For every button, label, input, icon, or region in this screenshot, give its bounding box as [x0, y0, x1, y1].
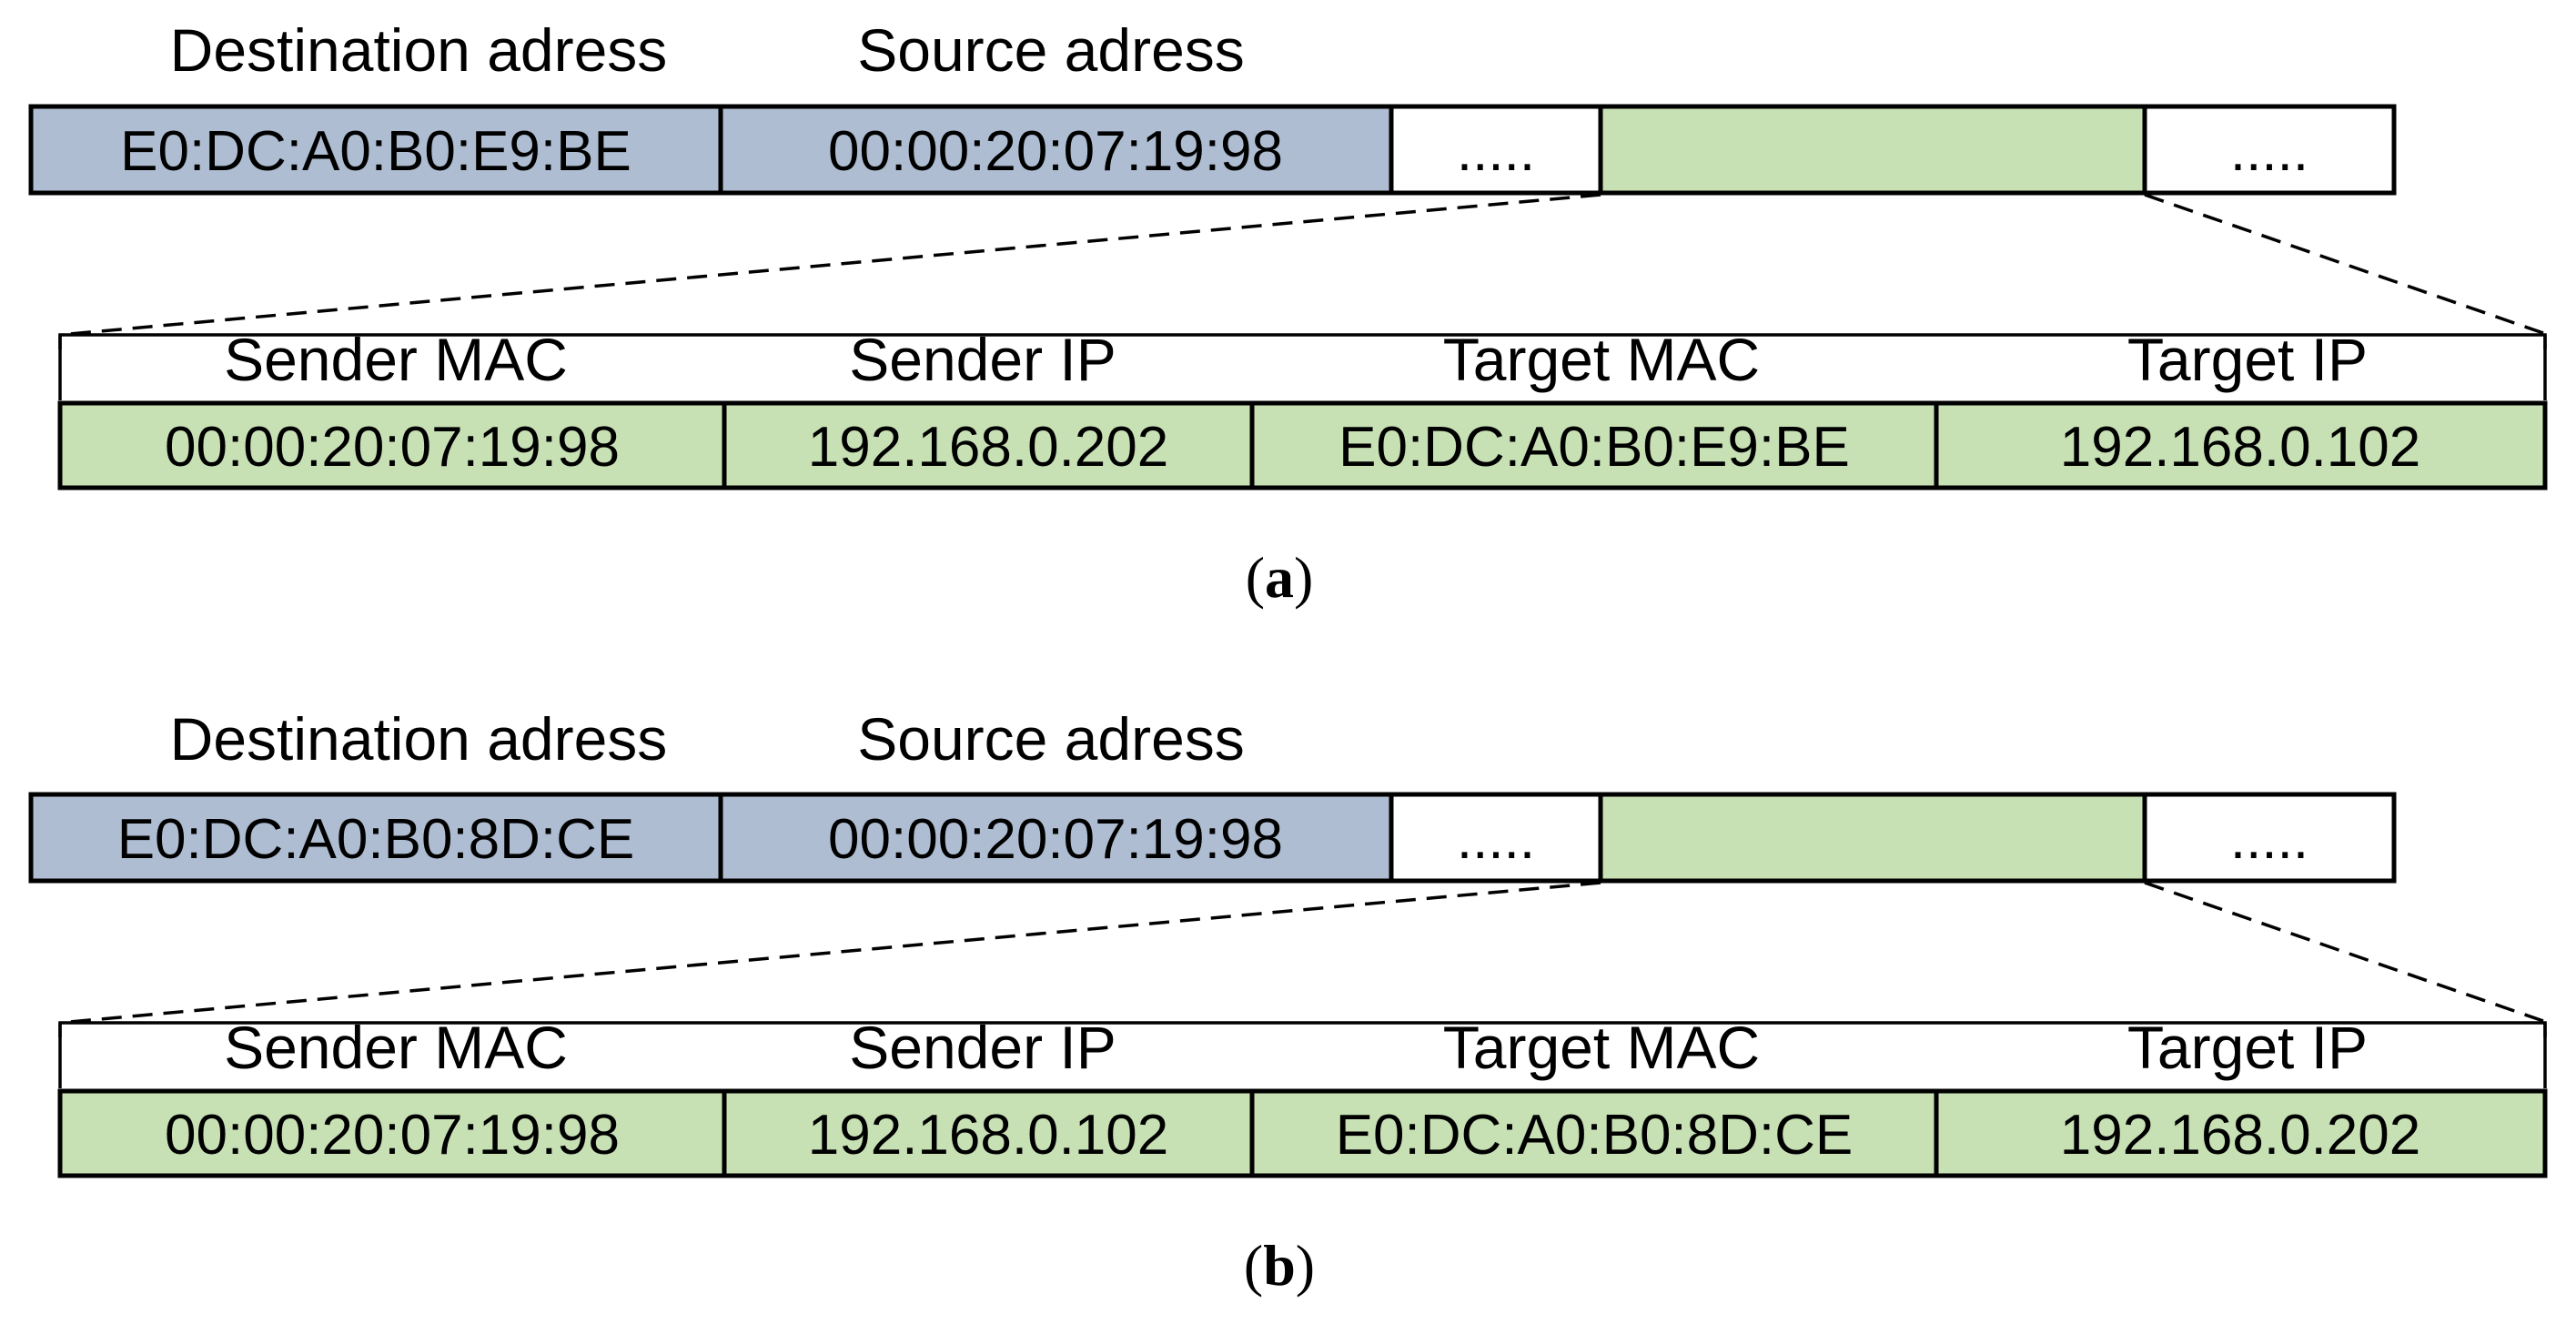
sender-mac-cell	[57, 400, 727, 490]
target-mac-header: Target MAC	[1443, 326, 1760, 393]
target-mac-header: Target MAC	[1443, 1014, 1760, 1081]
caption-a: (a)	[1246, 545, 1314, 610]
frame-ellipsis-cell	[1389, 104, 1603, 196]
sender-mac-header: Sender MAC	[224, 326, 568, 393]
source-address-label: Source adress	[857, 16, 1245, 84]
destination-address-label: Destination adress	[170, 16, 668, 84]
sender-ip-value: 192.168.0.202	[808, 416, 1169, 479]
frame-trailing-ellipsis-cell	[2142, 104, 2397, 196]
caption-a-letter: a	[1265, 545, 1294, 610]
panel-b: Destination adress Source adress E0:DC:A…	[28, 705, 2548, 1298]
zoom-line-left	[59, 881, 1601, 1025]
source-address-cell	[718, 792, 1394, 884]
source-address-label: Source adress	[857, 705, 1245, 773]
sender-ip-header: Sender IP	[849, 1014, 1116, 1081]
frame-trailing-ellipsis-text: .....	[2230, 120, 2308, 183]
target-mac-value: E0:DC:A0:B0:8D:CE	[1336, 1104, 1854, 1167]
sender-mac-value: 00:00:20:07:19:98	[165, 416, 620, 479]
arp-fields: 00:00:20:07:19:98 192.168.0.102 E0:DC:A0…	[57, 1088, 2548, 1178]
source-address-cell	[718, 104, 1394, 196]
target-ip-value: 192.168.0.202	[2060, 1104, 2421, 1167]
sender-ip-header: Sender IP	[849, 326, 1116, 393]
sender-mac-value: 00:00:20:07:19:98	[165, 1104, 620, 1167]
caption-b: (b)	[1244, 1233, 1315, 1298]
target-mac-value: E0:DC:A0:B0:E9:BE	[1339, 416, 1850, 479]
frame-ellipsis-text: .....	[1457, 120, 1535, 183]
frame-ellipsis-cell	[1389, 792, 1603, 884]
frame-trailing-ellipsis-text: .....	[2230, 808, 2308, 871]
source-address-value: 00:00:20:07:19:98	[828, 120, 1283, 183]
target-ip-cell	[1934, 400, 2548, 490]
destination-address-value: E0:DC:A0:B0:8D:CE	[117, 808, 635, 871]
destination-address-label: Destination adress	[170, 705, 668, 773]
arp-payload-cell	[1598, 792, 2147, 884]
sender-mac-cell	[57, 1088, 727, 1178]
zoom-line-right	[2144, 881, 2544, 1023]
frame-ellipsis-text: .....	[1457, 808, 1535, 871]
destination-address-cell	[28, 792, 723, 884]
zoom-line-left	[59, 193, 1601, 337]
destination-address-value: E0:DC:A0:B0:E9:BE	[120, 120, 631, 183]
sender-ip-value: 192.168.0.102	[808, 1104, 1169, 1167]
zoom-line-right	[2144, 193, 2544, 335]
sender-ip-cell	[722, 1088, 1255, 1178]
frame-trailing-ellipsis-cell	[2142, 792, 2397, 884]
ethernet-frame: E0:DC:A0:B0:8D:CE 00:00:20:07:19:98 ....…	[28, 792, 2397, 884]
arp-fields: 00:00:20:07:19:98 192.168.0.202 E0:DC:A0…	[57, 400, 2548, 490]
panel-a: Destination adress Source adress E0:DC:A…	[28, 16, 2548, 610]
source-address-value: 00:00:20:07:19:98	[828, 808, 1283, 871]
sender-mac-header: Sender MAC	[224, 1014, 568, 1081]
target-ip-header: Target IP	[2127, 1014, 2368, 1081]
target-ip-header: Target IP	[2127, 326, 2368, 393]
caption-b-letter: b	[1263, 1233, 1296, 1298]
destination-address-cell	[28, 104, 723, 196]
target-ip-value: 192.168.0.102	[2060, 416, 2421, 479]
ethernet-frame: E0:DC:A0:B0:E9:BE 00:00:20:07:19:98 ....…	[28, 104, 2397, 196]
target-ip-cell	[1934, 1088, 2548, 1178]
arp-payload-cell	[1598, 104, 2147, 196]
sender-ip-cell	[722, 400, 1255, 490]
